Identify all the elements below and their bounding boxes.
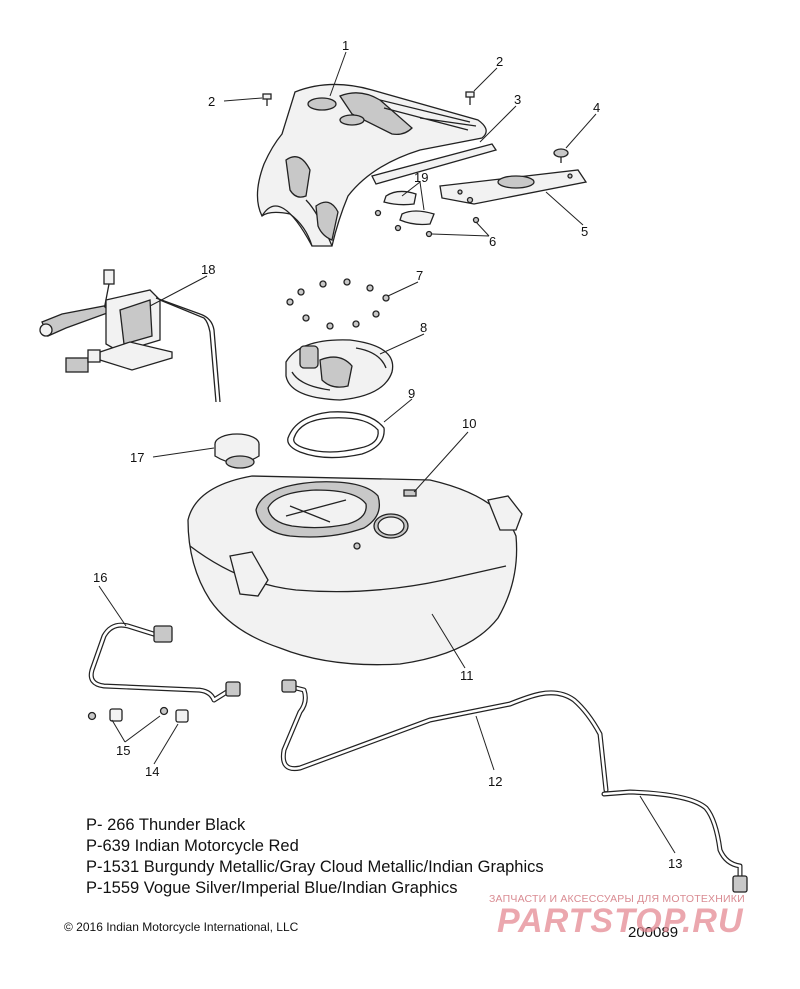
fuel-pump-assembly-part — [39, 269, 221, 403]
nut-part — [286, 278, 390, 330]
watermark-logo: PARTSTOP.RU — [497, 902, 744, 940]
fitting-part — [87, 706, 189, 723]
screw-part — [374, 196, 480, 238]
color-code-legend: P- 266 Thunder Black P-639 Indian Motorc… — [86, 815, 544, 899]
callout-19: 19 — [414, 170, 428, 185]
legend-item: P-1531 Burgundy Metallic/Gray Cloud Meta… — [86, 858, 544, 876]
callout-3: 3 — [514, 92, 521, 107]
fuel-tank-part — [187, 475, 523, 666]
pump-flange-part — [285, 339, 394, 401]
console-cover-part — [256, 83, 487, 247]
callout-14: 14 — [145, 764, 159, 779]
callout-1: 1 — [342, 38, 349, 53]
callout-18: 18 — [201, 262, 215, 277]
fuel-line-part — [280, 679, 609, 793]
callout-11: 11 — [460, 668, 474, 683]
legend-item: P-1559 Vogue Silver/Imperial Blue/Indian… — [86, 879, 458, 897]
callout-2: 2 — [496, 54, 503, 69]
callout-8: 8 — [420, 320, 427, 335]
callout-15: 15 — [116, 743, 130, 758]
callout-13: 13 — [668, 856, 682, 871]
screw-part — [262, 91, 475, 106]
trim-strip-part — [371, 143, 498, 185]
drawing-number: 200089 — [628, 924, 679, 941]
callout-10: 10 — [462, 416, 476, 431]
gasket-part — [287, 411, 385, 459]
leader-lines — [98, 51, 676, 854]
callout-12: 12 — [488, 774, 502, 789]
fastener-part — [553, 148, 569, 163]
console-plate-part — [439, 169, 588, 205]
callout-2: 2 — [208, 94, 215, 109]
vent-hose-part — [88, 622, 241, 703]
callout-4: 4 — [593, 100, 600, 115]
legend-item: P- 266 Thunder Black — [86, 816, 246, 834]
callout-16: 16 — [93, 570, 107, 585]
fuel-line-end-part — [601, 789, 748, 893]
callout-7: 7 — [416, 268, 423, 283]
callout-9: 9 — [408, 386, 415, 401]
callout-labels: 1 2 2 3 4 5 19 6 18 7 8 9 10 17 16 11 15… — [93, 38, 682, 871]
copyright-notice: © 2016 Indian Motorcycle International, … — [64, 920, 299, 934]
clip-part — [383, 190, 435, 226]
callout-5: 5 — [581, 224, 588, 239]
watermark-caption: ЗАПЧАСТИ И АКСЕССУАРЫ ДЛЯ МОТОТЕХНИКИ — [489, 893, 745, 905]
callout-6: 6 — [489, 234, 496, 249]
legend-item: P-639 Indian Motorcycle Red — [86, 837, 299, 855]
callout-17: 17 — [130, 450, 144, 465]
